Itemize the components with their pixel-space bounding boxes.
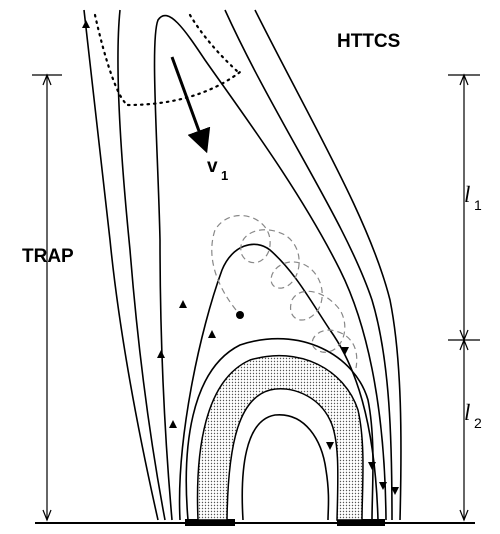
field-line-c [117, 9, 166, 521]
dotted-front [126, 70, 242, 107]
trap-dimension [32, 73, 62, 522]
inner-loop [241, 414, 330, 521]
field-line-f [254, 9, 402, 521]
l1-subscript: 1 [474, 197, 482, 213]
field-line-d [83, 9, 159, 521]
trap-label: TRAP [22, 246, 74, 267]
right-footpoint [337, 519, 385, 526]
v1-label: v [207, 156, 218, 177]
v1-subscript: 1 [221, 168, 228, 183]
particle-trajectory [211, 214, 358, 369]
shaded-loop-band [196, 354, 364, 521]
dotted-separatrix-right [188, 13, 240, 74]
velocity-arrow [170, 56, 211, 154]
l2-subscript: 2 [474, 415, 482, 431]
field-line-b [153, 14, 387, 521]
flow-arrows [82, 20, 399, 495]
httcs-label: HTTCS [337, 31, 400, 52]
left-footpoint [185, 519, 235, 526]
l1-label: l [464, 182, 470, 207]
particle-dot [236, 311, 244, 319]
l2-label: l [464, 400, 470, 425]
field-line-e [224, 9, 393, 521]
l-dimension [448, 73, 480, 522]
dotted-separatrix-left [93, 13, 130, 107]
v1-main: v [207, 156, 218, 177]
field-line-cusp [178, 243, 379, 521]
